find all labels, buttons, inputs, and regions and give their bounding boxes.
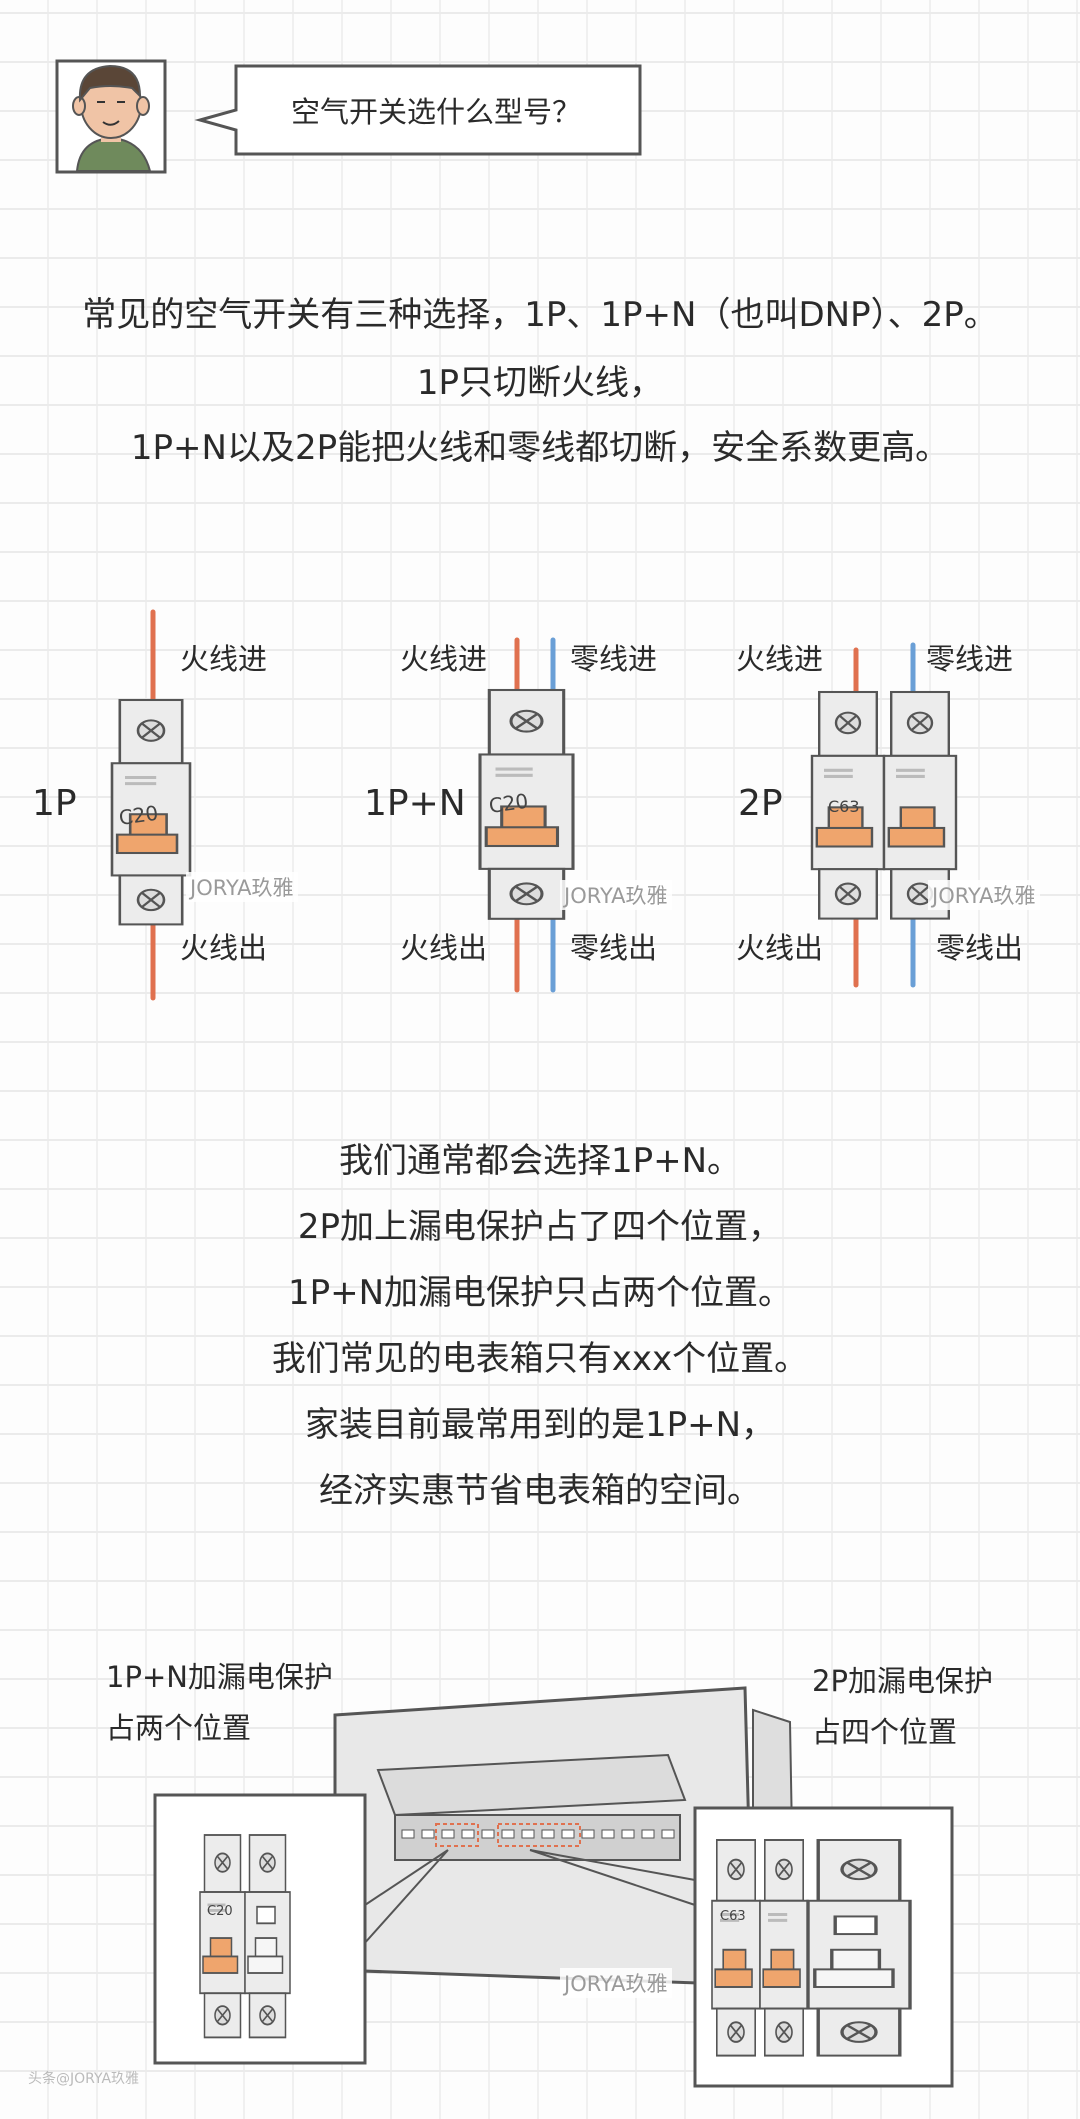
two-slot-highlight: [435, 1823, 479, 1847]
summary-line: 经济实惠节省电表箱的空间。: [319, 1471, 761, 1511]
footer-watermark: 头条@JORYA玖雅: [28, 2071, 140, 2087]
summary-line: 我们通常都会选择1P+N。: [338, 1141, 742, 1181]
live-in-label: 火线进: [400, 642, 488, 676]
live-in-label: 火线进: [736, 642, 824, 676]
left-comparison-title: 1P+N加漏电保护: [106, 1660, 333, 1694]
rating-label: C63: [720, 1909, 746, 1924]
summary-line: 家装目前最常用到的是1P+N，: [304, 1405, 776, 1445]
speech-bubble-text: 空气开关选什么型号？: [290, 94, 581, 129]
watermark: JORYA玖雅: [560, 1968, 672, 1998]
breaker-1p: C20: [110, 609, 192, 1001]
right-comparison-title: 2P加漏电保护: [812, 1664, 993, 1698]
din-rail-slots: [401, 1829, 675, 1839]
type-label-1p-n: 1P+N: [364, 783, 466, 824]
type-label-1p: 1P: [32, 783, 77, 824]
summary-line: 我们常见的电表箱只有xxx个位置。: [271, 1339, 809, 1379]
watermark: JORYA玖雅: [928, 880, 1040, 910]
inset-2p-rcbo: C63: [693, 1806, 954, 2088]
rating-label: C20: [117, 801, 159, 830]
type-label-2p: 2P: [738, 783, 783, 824]
intro-line-2: 1P只切断火线，: [416, 363, 664, 403]
live-out-label: 火线出: [400, 931, 488, 965]
inset-1p-n-rcbo: C20: [153, 1793, 367, 2065]
watermark: JORYA玖雅: [186, 872, 298, 902]
avatar: [55, 59, 167, 174]
summary-line: 1P+N加漏电保护只占两个位置。: [287, 1273, 793, 1313]
breaker-1p-n: C20: [480, 637, 573, 993]
summary: 我们通常都会选择1P+N。 2P加上漏电保护占了四个位置， 1P+N加漏电保护只…: [0, 1128, 1080, 1524]
neutral-out-label: 零线出: [936, 931, 1024, 965]
summary-line: 2P加上漏电保护占了四个位置，: [297, 1207, 783, 1247]
rating-label: C63: [828, 797, 860, 816]
neutral-in-label: 零线进: [570, 642, 658, 676]
left-comparison-subtitle: 占两个位置: [106, 1711, 252, 1745]
live-out-label: 火线出: [180, 931, 268, 965]
four-slot-highlight: [497, 1823, 581, 1847]
breaker-2p: C63: [810, 642, 958, 988]
neutral-in-label: 零线进: [926, 642, 1014, 676]
intro-line-1: 常见的空气开关有三种选择，1P、1P+N（也叫DNP）、2P。: [82, 295, 998, 335]
rating-label: C20: [207, 1904, 233, 1919]
rating-label: C20: [487, 789, 529, 818]
distribution-box: [333, 1686, 794, 1987]
speech-bubble: [194, 64, 642, 156]
intro-line-3: 1P+N以及2P能把火线和零线都切断，安全系数更高。: [130, 428, 950, 468]
neutral-out-label: 零线出: [570, 931, 658, 965]
watermark: JORYA玖雅: [560, 880, 672, 910]
live-in-label: 火线进: [180, 642, 268, 676]
right-comparison-subtitle: 占四个位置: [812, 1715, 958, 1749]
live-out-label: 火线出: [736, 931, 824, 965]
